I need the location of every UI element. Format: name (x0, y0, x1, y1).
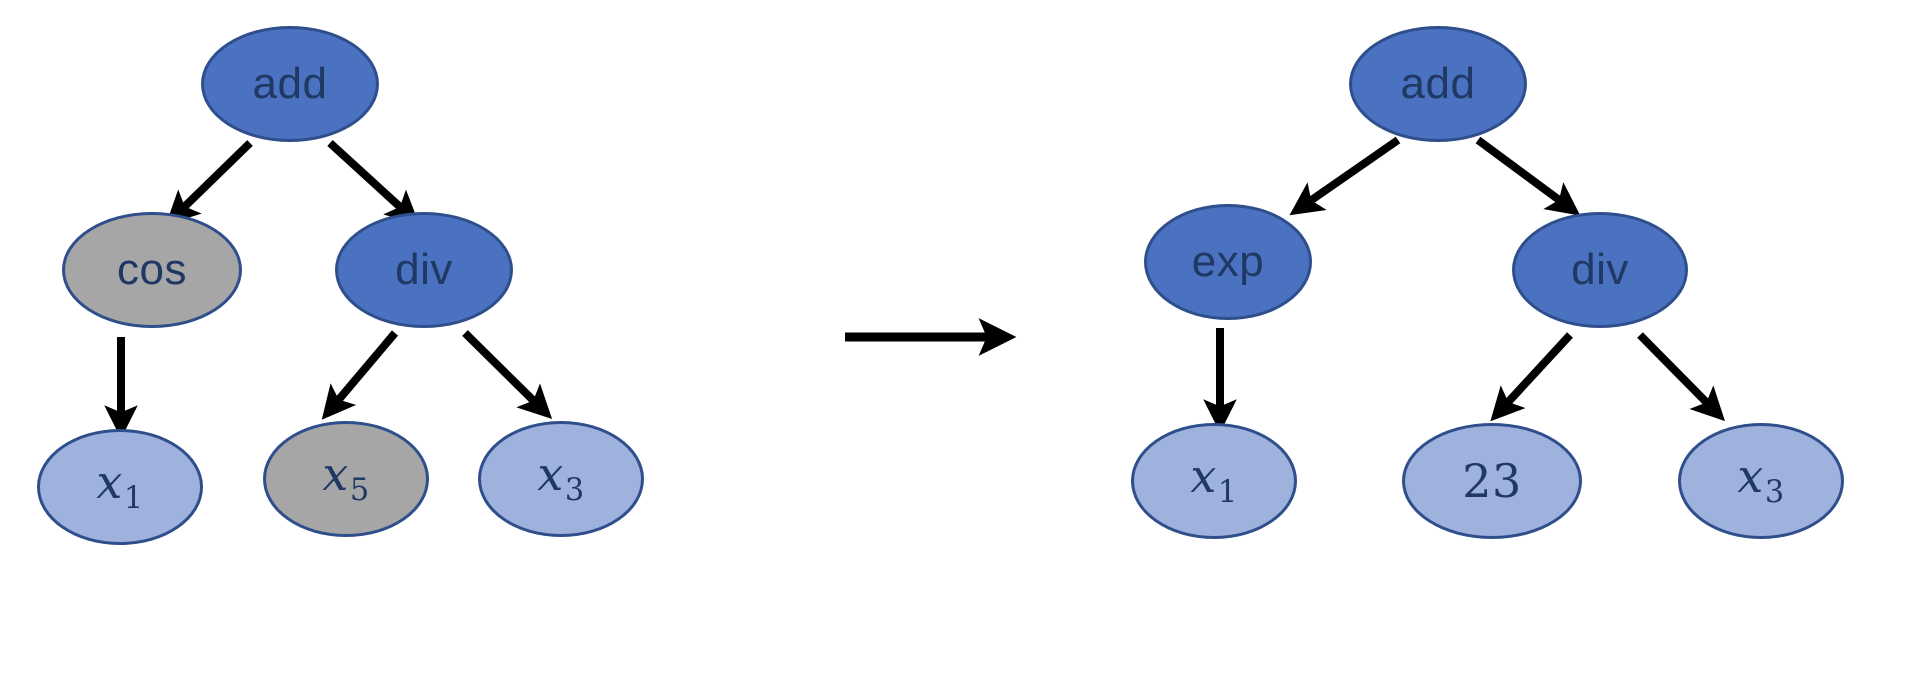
tree-node-label: x3 (1737, 449, 1785, 511)
tree-node-subscript: 3 (564, 473, 585, 509)
tree-node-l-div[interactable]: div (335, 212, 513, 328)
tree-node-subscript: 1 (123, 481, 144, 517)
tree-node-l-x3[interactable]: x3 (478, 421, 644, 537)
tree-node-label: exp (1191, 237, 1265, 286)
tree-node-r-x1[interactable]: x1 (1131, 423, 1297, 539)
tree-node-r-23[interactable]: 23 (1402, 423, 1582, 539)
tree-node-l-add[interactable]: add (201, 26, 379, 142)
tree-edge-R-div-to-R-x3 (1637, 332, 1725, 422)
tree-node-r-div[interactable]: div (1512, 212, 1688, 328)
tree-edge-L-div-to-L-x5 (321, 330, 399, 420)
tree-edge-R-add-to-R-exp (1289, 136, 1401, 216)
tree-edges (104, 136, 1725, 439)
tree-edge-L-div-to-L-x3 (462, 330, 553, 419)
tree-node-label: cos (117, 245, 187, 294)
tree-node-label: div (395, 245, 453, 294)
tree-node-label: 23 (1462, 454, 1522, 508)
tree-node-label: x3 (537, 447, 585, 509)
tree-edge-L-add-to-L-div (327, 140, 420, 225)
tree-edge-R-div-to-R-23 (1490, 332, 1573, 422)
tree-node-label: add (252, 59, 328, 108)
tree-node-subscript: 5 (349, 473, 370, 509)
tree-node-subscript: 1 (1217, 475, 1238, 511)
tree-node-label: div (1571, 245, 1629, 294)
tree-node-label: x1 (96, 455, 144, 517)
tree-node-label: add (1400, 59, 1476, 108)
tree-node-label: x1 (1190, 449, 1238, 511)
tree-node-subscript: 3 (1764, 475, 1785, 511)
tree-edge-L-add-to-L-cos (165, 140, 253, 225)
tree-node-r-exp[interactable]: exp (1144, 204, 1312, 320)
tree-node-l-x5[interactable]: x5 (263, 421, 429, 537)
tree-node-r-x3[interactable]: x3 (1678, 423, 1844, 539)
tree-node-label: x5 (322, 447, 370, 509)
tree-node-r-add[interactable]: add (1349, 26, 1527, 142)
tree-node-l-x1[interactable]: x1 (37, 429, 203, 545)
tree-edge-R-add-to-R-div (1475, 136, 1581, 216)
tree-node-l-cos[interactable]: cos (62, 212, 242, 328)
